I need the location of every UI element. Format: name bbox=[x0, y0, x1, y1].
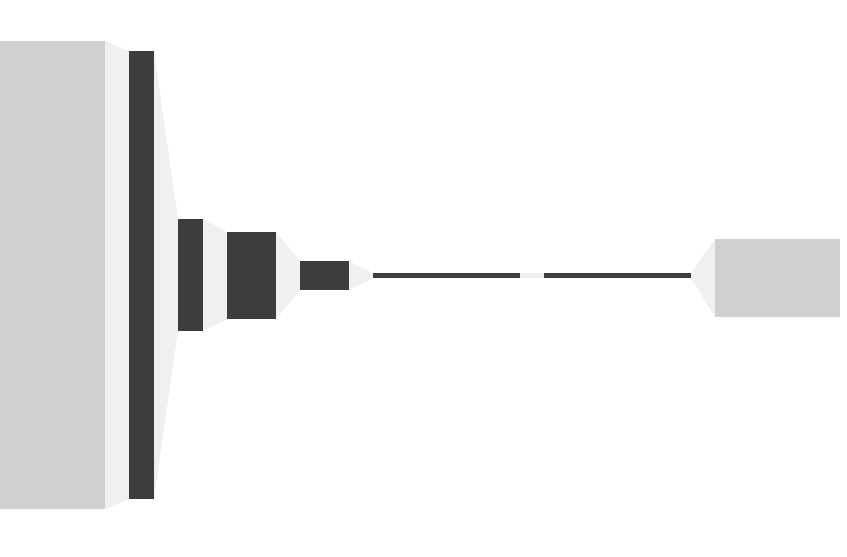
connector-band-1 bbox=[105, 41, 129, 509]
source-node bbox=[0, 41, 105, 509]
stage-node-4 bbox=[300, 261, 349, 290]
connector-band-2 bbox=[154, 51, 178, 499]
target-node bbox=[715, 239, 840, 317]
connector-band-7 bbox=[691, 239, 715, 317]
connector-band-5 bbox=[349, 261, 373, 290]
connector-band-4 bbox=[276, 232, 300, 319]
stage-node-2 bbox=[178, 219, 203, 331]
stage-node-1 bbox=[129, 51, 154, 499]
stage-node-6 bbox=[544, 273, 691, 278]
connector-band-3 bbox=[203, 219, 227, 331]
connector-band-6 bbox=[520, 273, 544, 278]
stage-node-5 bbox=[373, 273, 520, 278]
stage-node-3 bbox=[227, 232, 276, 319]
